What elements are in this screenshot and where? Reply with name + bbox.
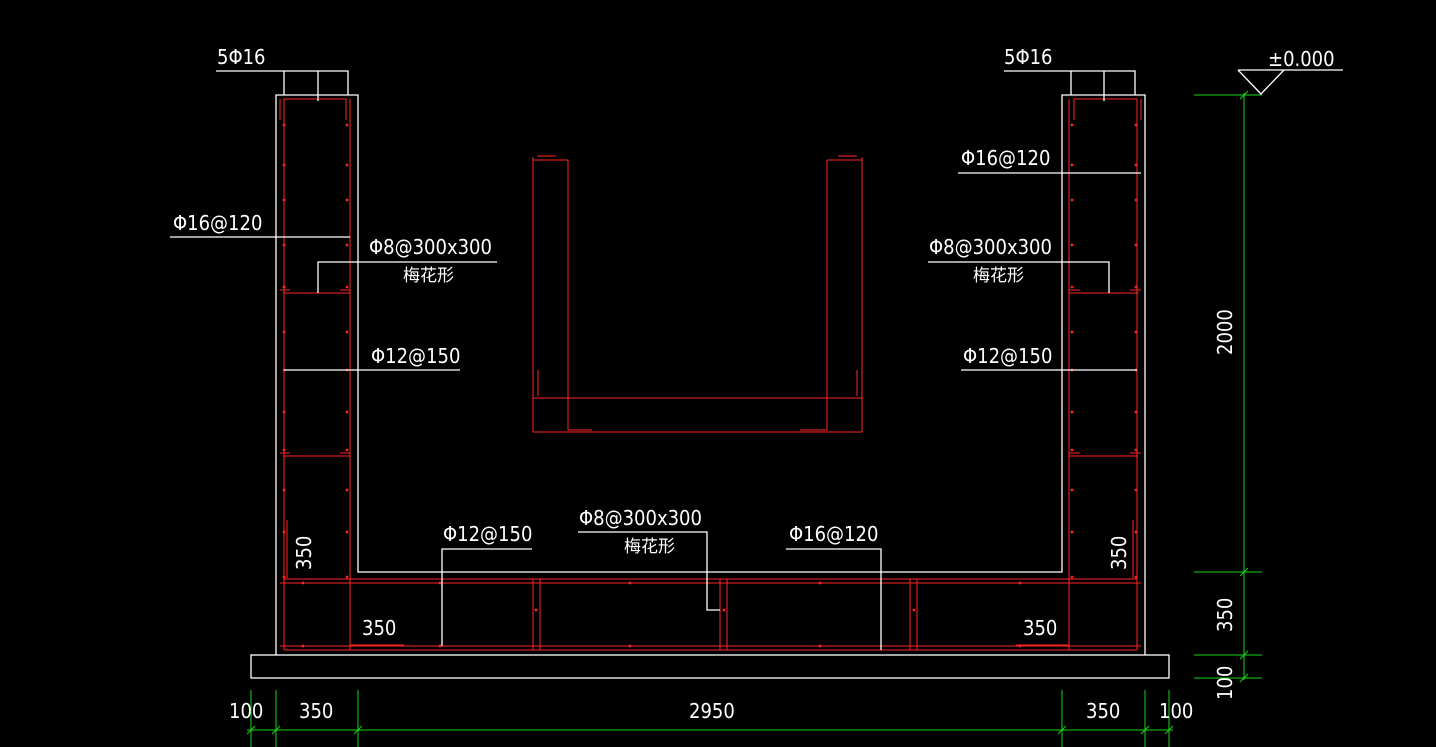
- label-base-top-bars: Φ12@150: [443, 522, 532, 546]
- rebar-dot: [1070, 488, 1074, 492]
- rebar-dot: [1070, 410, 1074, 414]
- elevation-label: ±0.000: [1268, 47, 1335, 71]
- rebar-dot: [345, 330, 349, 334]
- rebar-dot: [282, 448, 286, 452]
- label-base-tie: Φ8@300x300: [579, 506, 702, 530]
- rebar-dot: [345, 488, 349, 492]
- label-top-bars-right: 5Φ16: [1004, 45, 1053, 69]
- dim-right-2000: 2000: [1213, 309, 1237, 355]
- rebar-dot: [1134, 410, 1138, 414]
- dim-bottom-2950: 2950: [689, 699, 735, 723]
- rebar-dot: [345, 410, 349, 414]
- rebar-dot: [1134, 163, 1138, 167]
- rebar-dot: [1134, 488, 1138, 492]
- rebar-dot: [1134, 243, 1138, 247]
- rebar-dot: [282, 575, 286, 579]
- elevation-marker: ±0.000: [1237, 47, 1343, 95]
- label-wall-horizontal-left: Φ12@150: [371, 344, 460, 368]
- rebar-dot: [345, 123, 349, 127]
- dim-right-350: 350: [1213, 598, 1237, 632]
- rebar-dot: [301, 644, 305, 648]
- rebar-dot: [345, 243, 349, 247]
- rebar-dot: [438, 581, 442, 585]
- rebar-dot: [282, 410, 286, 414]
- bottom-dimension-labels: 100 350 2950 350 100: [229, 699, 1193, 723]
- rebar-dot: [282, 163, 286, 167]
- leader-lines: [170, 70, 1141, 650]
- dim-bottom-100-left: 100: [229, 699, 263, 723]
- concrete-outline: [250, 94, 1170, 679]
- rebar-dot: [282, 285, 286, 289]
- rebar-dot: [1070, 575, 1074, 579]
- rebar-dot: [1070, 243, 1074, 247]
- rebar-dot: [1070, 198, 1074, 202]
- rebar-dot: [345, 163, 349, 167]
- rebar-dot: [282, 198, 286, 202]
- rebar-dot: [345, 198, 349, 202]
- rebar-dot: [1134, 448, 1138, 452]
- label-haunch-left-v: 350: [292, 536, 316, 570]
- dim-bottom-350-left: 350: [299, 699, 333, 723]
- rebar-dot: [1134, 198, 1138, 202]
- rebar-dot: [345, 530, 349, 534]
- blinding-layer: [250, 654, 1170, 679]
- label-tie-right: Φ8@300x300: [929, 235, 1052, 259]
- label-haunch-right-h: 350: [1023, 616, 1057, 640]
- rebar-dot: [1070, 530, 1074, 534]
- label-haunch-right-v: 350: [1107, 536, 1131, 570]
- rebar-dot: [301, 581, 305, 585]
- rebar-dot: [1134, 530, 1138, 534]
- rebar-dot: [345, 448, 349, 452]
- rebar-dot: [1134, 330, 1138, 334]
- rebar-dot: [534, 608, 538, 612]
- rebar-dot: [1134, 575, 1138, 579]
- bottom-dimension-chain: [246, 690, 1174, 747]
- rebar-cage: [279, 98, 1142, 651]
- label-wall-vertical-right: Φ16@120: [961, 146, 1050, 170]
- rebar-dot: [438, 644, 442, 648]
- rebar-dots: [282, 123, 1138, 648]
- rebar-dot: [1134, 123, 1138, 127]
- label-tie-right-pattern: 梅花形: [973, 266, 1024, 286]
- rebar-dot: [628, 644, 632, 648]
- rebar-dot: [282, 530, 286, 534]
- rebar-dot: [1070, 330, 1074, 334]
- label-tie-left: Φ8@300x300: [369, 235, 492, 259]
- rebar-dot: [345, 575, 349, 579]
- rebar-dot: [282, 243, 286, 247]
- u-bar-detail: [532, 155, 863, 433]
- rebar-dot: [818, 581, 822, 585]
- rebar-dot: [1018, 581, 1022, 585]
- dim-bottom-350-right: 350: [1086, 699, 1120, 723]
- rebar-dot: [282, 488, 286, 492]
- label-base-tie-pattern: 梅花形: [624, 537, 675, 557]
- label-wall-vertical-left: Φ16@120: [173, 211, 262, 235]
- rebar-dot: [1018, 644, 1022, 648]
- dim-bottom-100-right: 100: [1159, 699, 1193, 723]
- rebar-dot: [818, 644, 822, 648]
- rebar-dot: [722, 608, 726, 612]
- rebar-dot: [345, 285, 349, 289]
- label-base-bottom-bars: Φ16@120: [789, 522, 878, 546]
- rebar-dot: [912, 608, 916, 612]
- label-tie-left-pattern: 梅花形: [403, 266, 454, 286]
- right-dimension-chain: [1194, 90, 1262, 683]
- rebar-dot: [1134, 285, 1138, 289]
- label-wall-horizontal-right: Φ12@150: [963, 344, 1052, 368]
- right-dimension-labels: 2000 350 100: [1213, 309, 1237, 700]
- dim-right-100: 100: [1213, 666, 1237, 700]
- rebar-dot: [628, 581, 632, 585]
- label-haunch-left-h: 350: [362, 616, 396, 640]
- rebar-dot: [282, 330, 286, 334]
- rebar-dot: [1070, 123, 1074, 127]
- rebar-dot: [282, 123, 286, 127]
- rebar-dot: [1070, 163, 1074, 167]
- rebar-dot: [1070, 285, 1074, 289]
- label-top-bars-left: 5Φ16: [217, 45, 266, 69]
- rebar-labels: 5Φ16 5Φ16 Φ16@120 Φ16@120 Φ8@300x300 梅花形…: [173, 45, 1131, 640]
- rebar-dot: [1070, 448, 1074, 452]
